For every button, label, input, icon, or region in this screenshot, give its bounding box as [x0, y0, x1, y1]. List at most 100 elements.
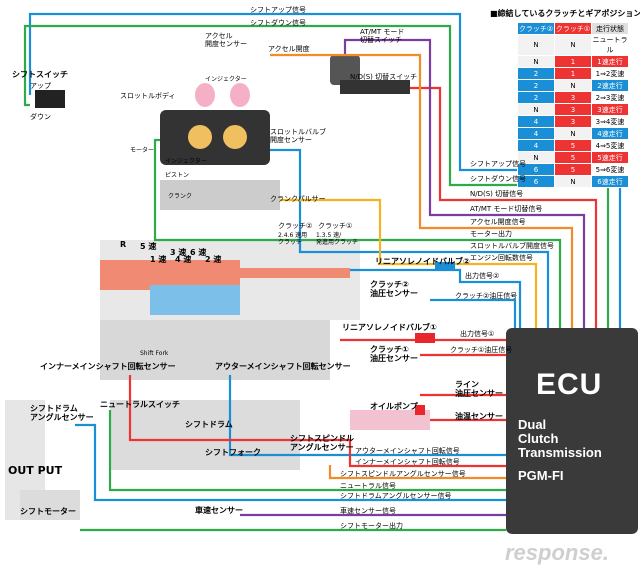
label-motor: モーター	[130, 147, 155, 154]
oil-pump-valve	[415, 405, 425, 415]
counter-shaft	[100, 320, 330, 380]
label-clutch2-sub: 2.4.6 速用 クラッチ	[278, 232, 308, 246]
table-title: ■締結しているクラッチとギアポジション	[490, 9, 640, 18]
label-crank-pulser: クランクパルサー	[270, 195, 326, 203]
label-clutch1-sensor: クラッチ① 油圧センサー	[370, 345, 418, 363]
label-gear-2: 2 速	[205, 255, 222, 264]
table-cell: 2	[517, 67, 555, 80]
table-cell: 5⇒6変速	[591, 163, 629, 176]
label-sig-spindle: シフトスピンドルアングルセンサー信号	[340, 470, 466, 478]
label-sig-shift-motor: シフトモーター出力	[340, 522, 403, 530]
label-sig-inner: インナーメインシャフト回転信号	[355, 458, 460, 466]
label-shift-fork-small: Shift Fork	[140, 350, 169, 357]
table-cell: 6速走行	[591, 175, 629, 188]
table-cell: N	[554, 34, 592, 56]
table-cell: N	[554, 127, 592, 140]
wire-spindle	[328, 465, 506, 480]
engine-crank	[160, 180, 280, 210]
table-cell: 3	[554, 103, 592, 116]
label-out-sig1: 出力信号①	[460, 330, 495, 338]
label-sig-drum: シフトドラムアングルセンサー信号	[340, 492, 452, 500]
table-cell: 3	[554, 91, 592, 104]
wire-outer	[228, 375, 506, 457]
label-output: OUT PUT	[8, 464, 63, 477]
label-clutch2-sig: クラッチ②油圧信号	[455, 292, 518, 300]
ecu-block: ECU Dual Clutch Transmission PGM-FI	[506, 328, 638, 534]
label-injector-top: インジェクター	[205, 76, 247, 83]
label-throttle-body: スロットルボディ	[120, 92, 176, 100]
label-atmt-switch: AT/MT モード 切替スイッチ	[360, 28, 405, 44]
label-sig-speed: 車速センサー信号	[340, 507, 396, 515]
wire-motor	[153, 138, 562, 328]
table-cell: 4⇒5変速	[591, 139, 629, 152]
table-header: 走行状態	[591, 22, 629, 35]
label-throttle-sensor: スロットルバルブ 開度センサー	[270, 128, 326, 144]
outer-shaft-blue	[150, 285, 240, 315]
label-shift-motor: シフトモーター	[20, 507, 76, 516]
label-linear-sol1: リニアソレノイドバルブ①	[342, 323, 437, 332]
label-gear-5: 5 速	[140, 242, 157, 251]
label-accel-open: アクセル開度	[268, 45, 310, 53]
table-cell: N	[554, 175, 592, 188]
label-crank: クランク	[168, 193, 193, 200]
label-clutch2: クラッチ②	[278, 222, 313, 230]
table-cell: N	[517, 103, 555, 116]
table-cell: N	[517, 55, 555, 68]
shift-switch-body	[35, 90, 65, 108]
label-injector: インジェクター	[165, 158, 207, 165]
label-shift-drum: シフトドラム	[185, 420, 233, 429]
label-shift-up-top: シフトアップ信号	[250, 6, 306, 14]
table-cell: 5	[554, 163, 592, 176]
label-sig-shift-down: シフトダウン信号	[470, 175, 526, 183]
label-sig-nd: N/D(S) 切替信号	[470, 190, 524, 198]
label-up: アップ	[30, 82, 51, 90]
label-sig-atmt: AT/MT モード切替信号	[470, 205, 543, 213]
table-cell: 1⇒2変速	[591, 67, 629, 80]
label-accel-sensor: アクセル 開度センサー	[205, 32, 247, 48]
table-cell: 5	[554, 151, 592, 164]
label-sig-engine-rpm: エンジン回転数信号	[470, 254, 533, 262]
table-cell: 2速走行	[591, 79, 629, 92]
label-outer-sensor: アウターメインシャフト回転センサー	[215, 362, 351, 371]
wire-engine-rpm	[280, 198, 538, 328]
shift-motor-body	[20, 490, 80, 520]
label-oil-pump: オイルポンプ	[370, 402, 418, 411]
table-cell: 4	[517, 115, 555, 128]
label-sig-shift-up: シフトアップ信号	[470, 160, 526, 168]
table-cell: 2	[517, 91, 555, 104]
nd-switch-body	[340, 80, 410, 94]
label-sig-throttle: スロットルバルブ開度信号	[470, 242, 554, 250]
label-piston: ピストン	[165, 172, 190, 179]
table-cell: ニュートラル	[591, 34, 629, 56]
label-out-sig2: 出力信号②	[465, 272, 500, 280]
ecu-subtitle: Dual Clutch Transmission	[518, 417, 602, 460]
table-cell: 3速走行	[591, 103, 629, 116]
table-cell: 3	[554, 115, 592, 128]
label-clutch1-sub: 1.3.5 速/ 発進用クラッチ	[316, 232, 359, 246]
table-cell: 5速走行	[591, 151, 629, 164]
label-gear-1: 1 速	[150, 255, 167, 264]
wire-clutch2-sig	[430, 298, 517, 328]
label-shift-down-top: シフトダウン信号	[250, 19, 306, 27]
table-cell: 4	[517, 139, 555, 152]
table-cell: N	[517, 34, 555, 56]
table-cell: 2⇒3変速	[591, 91, 629, 104]
label-line-sensor: ライン 油圧センサー	[455, 380, 503, 398]
table-cell: 4	[517, 127, 555, 140]
table-cell: N	[517, 151, 555, 164]
label-oil-temp: 油温センサー	[455, 412, 503, 421]
table-cell: 2	[517, 79, 555, 92]
solenoid2-valve	[435, 262, 455, 270]
ecu-title: ECU	[536, 368, 603, 401]
wire-accel	[270, 53, 574, 328]
throttle-body	[160, 110, 270, 165]
ecu-pgm: PGM-FI	[518, 468, 564, 483]
wire-neutral	[108, 410, 506, 492]
